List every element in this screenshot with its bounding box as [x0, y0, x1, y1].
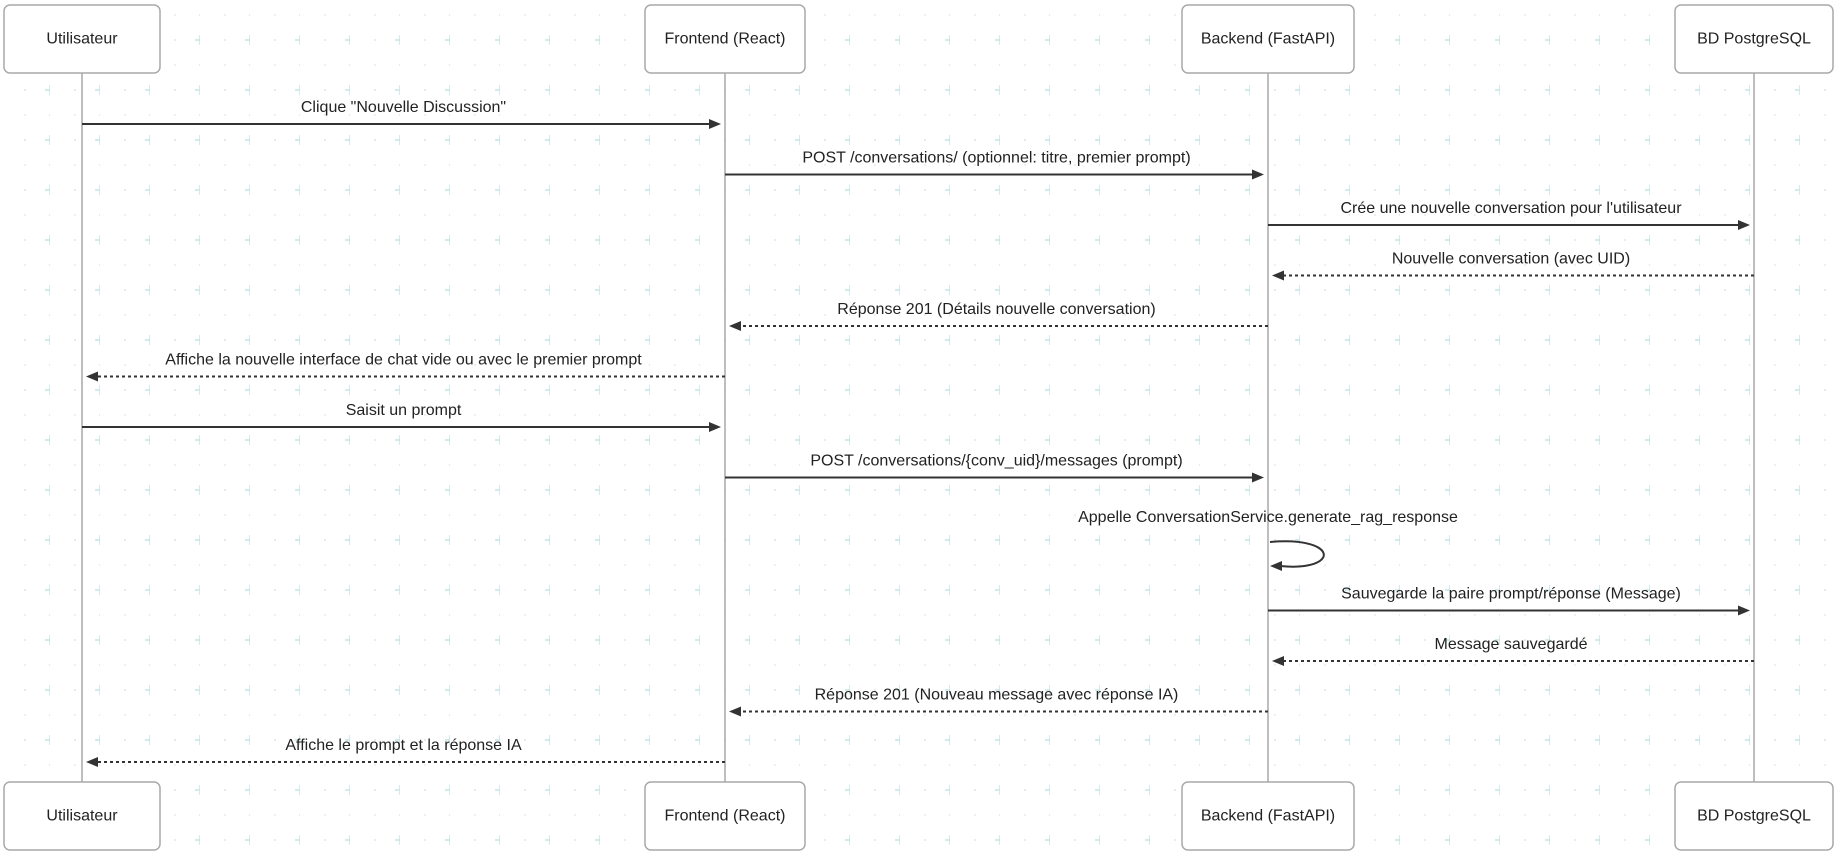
arrow-head — [729, 706, 741, 717]
arrow-head — [1270, 561, 1282, 571]
actor-label: Backend (FastAPI) — [1201, 31, 1335, 48]
arrow-head — [1272, 270, 1284, 281]
actor-label: Utilisateur — [46, 808, 118, 825]
message-6: Affiche la nouvelle interface de chat vi… — [86, 352, 725, 382]
arrow-head — [86, 371, 98, 382]
actor-box — [644, 781, 806, 851]
message-label: Réponse 201 (Détails nouvelle conversati… — [837, 301, 1155, 318]
message-label: Affiche la nouvelle interface de chat vi… — [165, 352, 642, 369]
message-8: POST /conversations/{conv_uid}/messages … — [725, 453, 1264, 483]
arrow-head — [709, 422, 721, 432]
actor-label: Backend (FastAPI) — [1201, 808, 1335, 825]
actor-label: Frontend (React) — [665, 808, 786, 825]
actor-box — [3, 4, 161, 74]
arrow-head — [729, 321, 741, 331]
actor-label: BD PostgreSQL — [1697, 31, 1811, 48]
message-label: Message sauvegardé — [1435, 636, 1588, 653]
message-label: Réponse 201 (Nouveau message avec répons… — [815, 687, 1179, 704]
actor-label: Frontend (React) — [665, 31, 786, 48]
arrow-head — [1252, 169, 1264, 180]
message-11: Message sauvegardé — [1272, 636, 1754, 666]
message-12: Réponse 201 (Nouveau message avec répons… — [729, 687, 1268, 717]
actor-box — [3, 781, 161, 851]
actor-frontend-bottom[interactable]: Frontend (React) — [644, 781, 806, 851]
arrow-head — [1252, 472, 1264, 483]
message-13: Affiche le prompt et la réponse IA — [86, 737, 725, 767]
actor-backend-top[interactable]: Backend (FastAPI) — [1181, 4, 1355, 74]
arrow-head — [86, 757, 98, 767]
actor-db-bottom[interactable]: BD PostgreSQL — [1674, 781, 1834, 851]
message-label: Affiche le prompt et la réponse IA — [285, 737, 522, 754]
actor-box — [1181, 781, 1355, 851]
actor-user-bottom[interactable]: Utilisateur — [3, 781, 161, 851]
actor-box — [644, 4, 806, 74]
actor-frontend-top[interactable]: Frontend (React) — [644, 4, 806, 74]
message-3: Crée une nouvelle conversation pour l'ut… — [1268, 200, 1750, 230]
message-label: Clique "Nouvelle Discussion" — [301, 99, 506, 116]
actor-box — [1674, 781, 1834, 851]
message-label: Nouvelle conversation (avec UID) — [1392, 251, 1630, 268]
message-label: Saisit un prompt — [346, 402, 462, 419]
message-label: Sauvegarde la paire prompt/réponse (Mess… — [1341, 586, 1681, 603]
arrow-head — [1272, 656, 1284, 666]
message-2: POST /conversations/ (optionnel: titre, … — [725, 150, 1264, 180]
actor-db-top[interactable]: BD PostgreSQL — [1674, 4, 1834, 74]
message-7: Saisit un prompt — [82, 402, 721, 432]
message-line — [1269, 540, 1325, 568]
message-1: Clique "Nouvelle Discussion" — [82, 99, 721, 129]
actor-backend-bottom[interactable]: Backend (FastAPI) — [1181, 781, 1355, 851]
message-9: Appelle ConversationService.generate_rag… — [1078, 509, 1458, 571]
actor-box — [1674, 4, 1834, 74]
message-5: Réponse 201 (Détails nouvelle conversati… — [729, 301, 1268, 331]
actor-box — [1181, 4, 1355, 74]
arrow-head — [1738, 220, 1750, 230]
message-label: Crée une nouvelle conversation pour l'ut… — [1340, 200, 1682, 217]
message-label: Appelle ConversationService.generate_rag… — [1078, 509, 1458, 526]
arrow-head — [1738, 605, 1750, 616]
message-4: Nouvelle conversation (avec UID) — [1272, 251, 1754, 281]
message-label: POST /conversations/ (optionnel: titre, … — [802, 150, 1190, 167]
message-10: Sauvegarde la paire prompt/réponse (Mess… — [1268, 586, 1750, 616]
actor-label: Utilisateur — [46, 31, 118, 48]
message-label: POST /conversations/{conv_uid}/messages … — [810, 453, 1182, 470]
actor-user-top[interactable]: Utilisateur — [3, 4, 161, 74]
arrow-head — [709, 119, 721, 129]
actor-label: BD PostgreSQL — [1697, 808, 1811, 825]
